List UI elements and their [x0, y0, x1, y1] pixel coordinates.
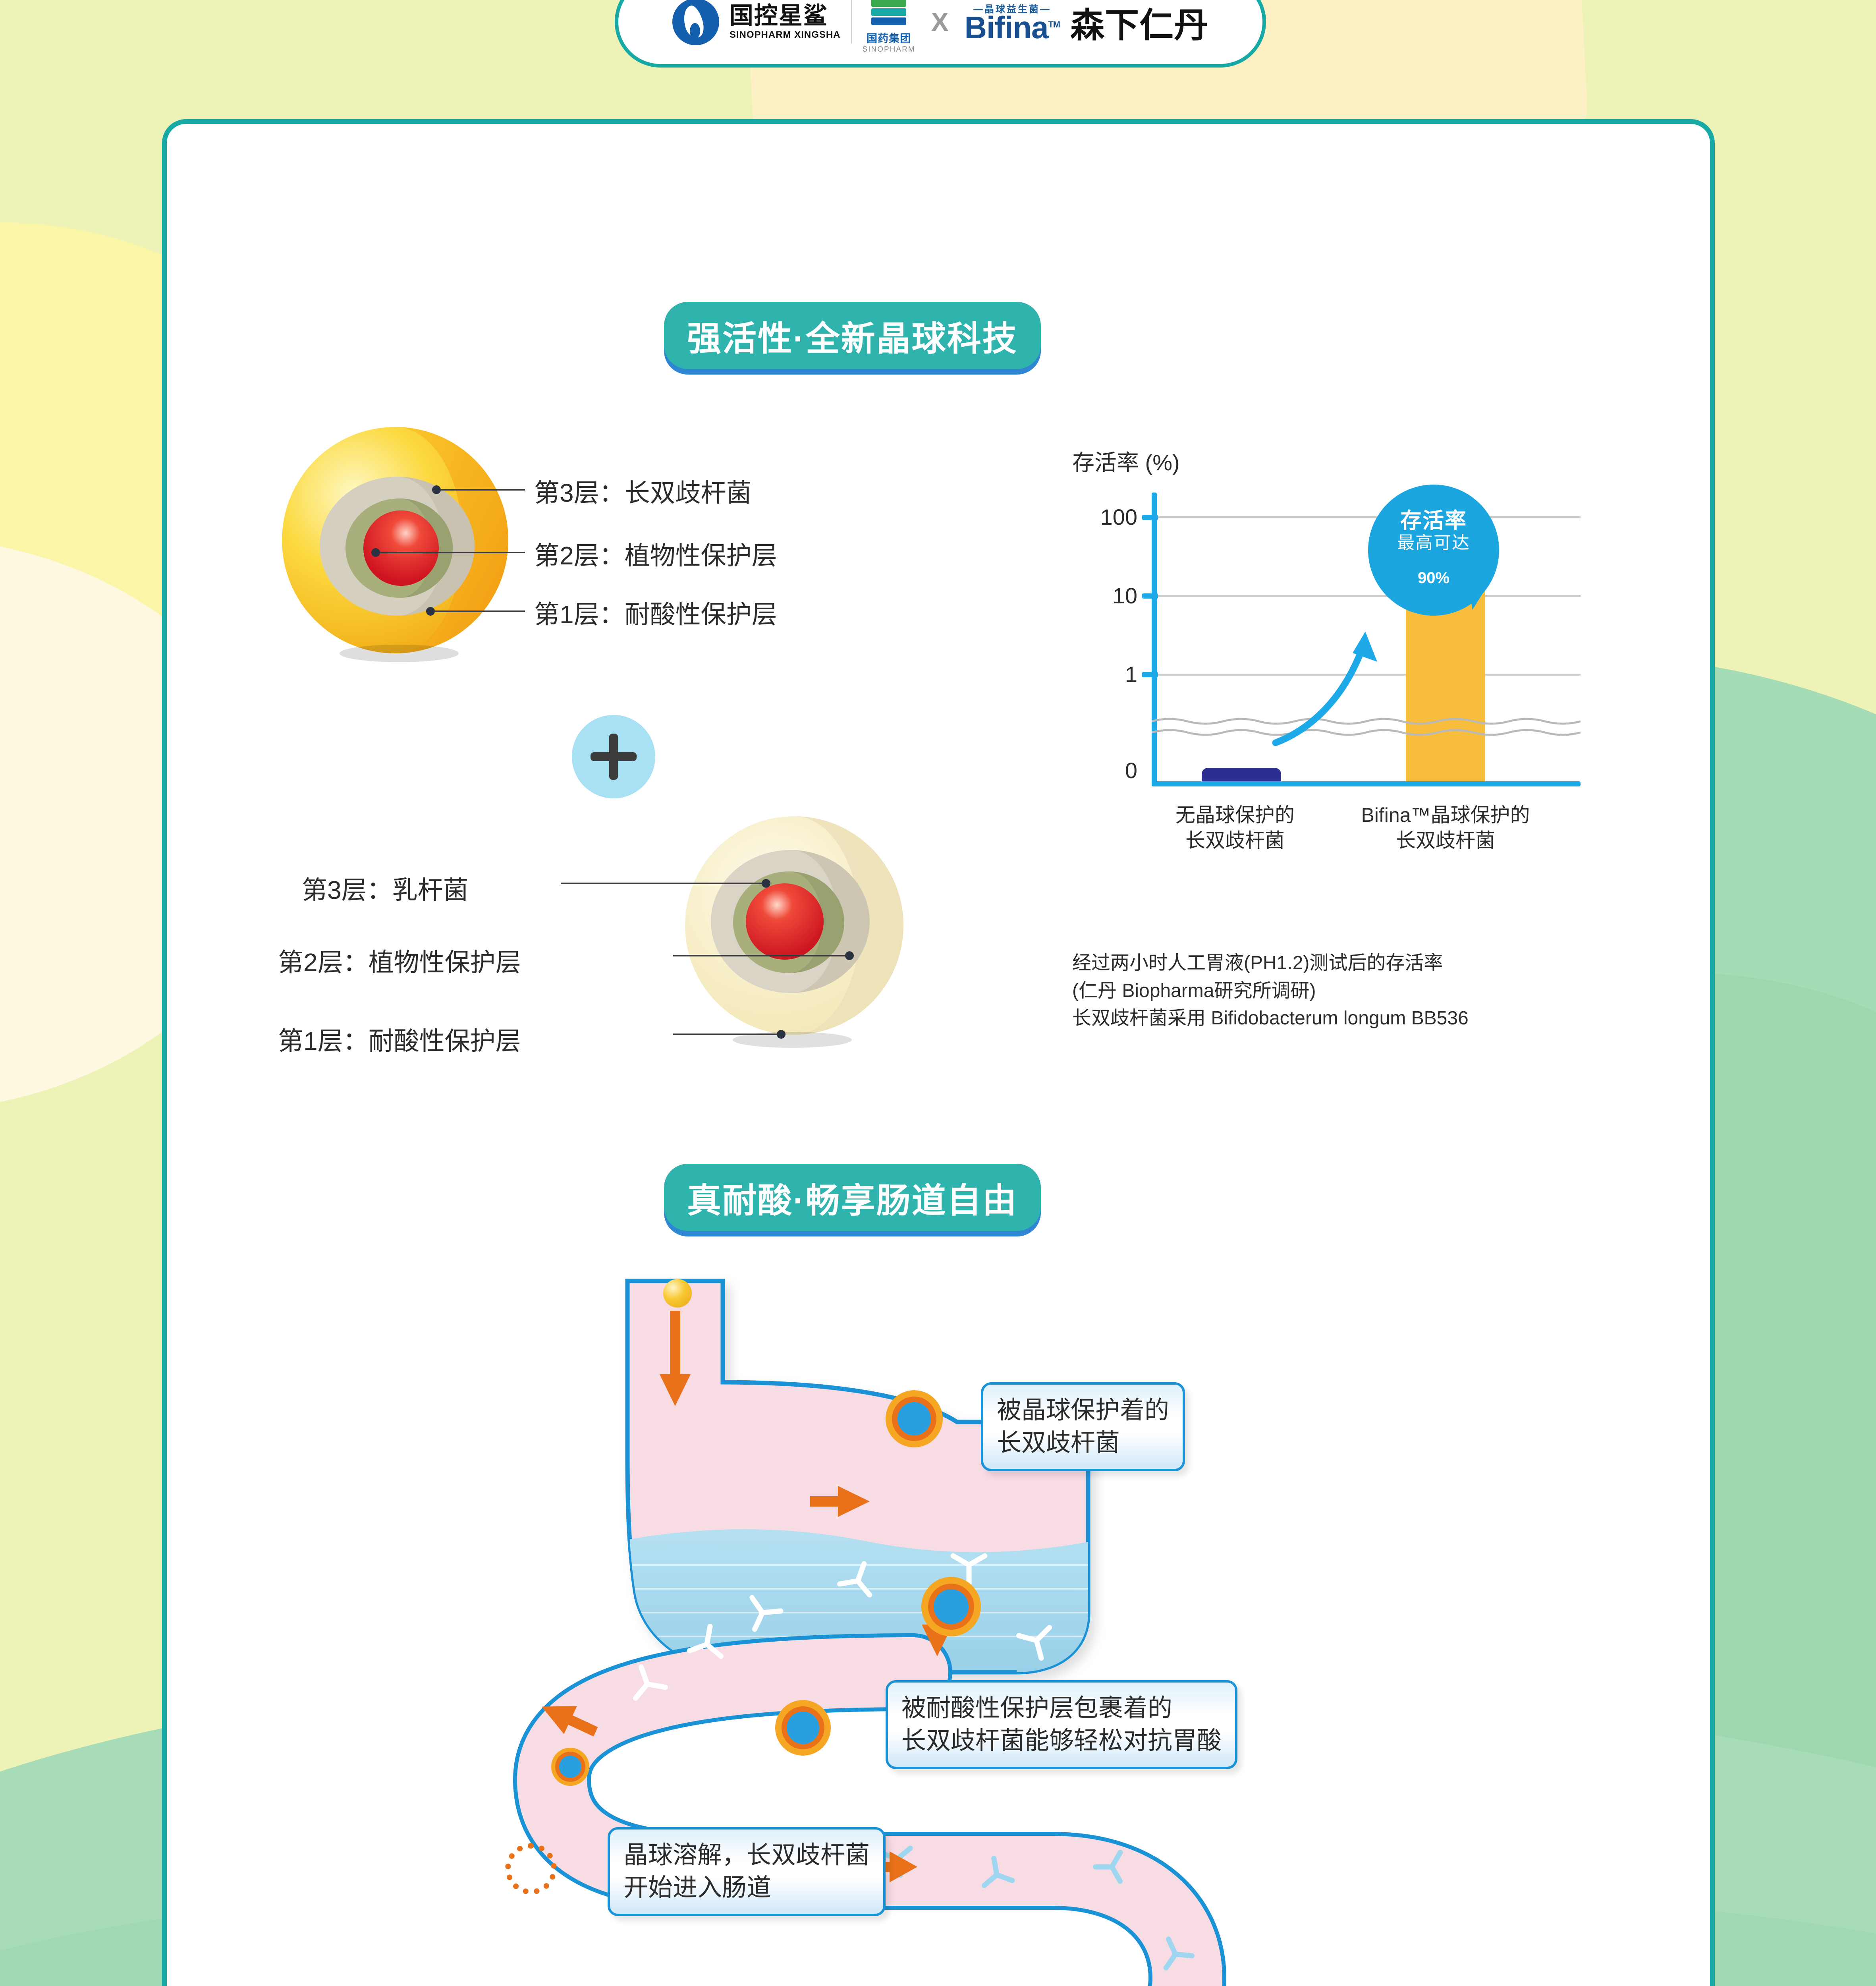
capsule-b-svg [685, 816, 903, 1048]
logo-divider [851, 0, 852, 44]
brand-logo-bar: 国控星鲨 SINOPHARM XINGSHA 国药集团 SINOPHARM X … [615, 0, 1266, 68]
chart-growth-arrow-icon [1272, 632, 1377, 746]
chart-plot-area: 100 10 1 0 存活率 最高可达 90% [1100, 485, 1581, 786]
section-title-strong-activity: 强活性·全新晶球科技 [664, 302, 1041, 369]
leader-dot-a1 [426, 607, 435, 616]
chart-y-axis-title: 存活率 (%) [1072, 450, 1180, 475]
bubble-value: 90% [1417, 569, 1450, 587]
callout-acid-resistant-layer: 被耐酸性保护层包裹着的 长双歧杆菌能够轻松对抗胃酸 [886, 1680, 1238, 1769]
callout-3-line-2: 开始进入肠道 [623, 1874, 772, 1901]
collab-x-separator: X [931, 7, 949, 37]
bifina-logo: —晶球益生菌— BifinaTM [964, 1, 1060, 45]
capsule-b-layer-1-label: 第1层：耐酸性保护层 [278, 1027, 521, 1055]
leader-dot-b1 [777, 1030, 786, 1039]
chart-category-label-1: 无晶球保护的 长双歧杆菌 [1175, 804, 1295, 852]
crystal-ball-marker-1 [886, 1390, 943, 1447]
callout-3-line-1: 晶球溶解，长双歧杆菌 [623, 1841, 870, 1869]
capsule-a-svg [282, 427, 508, 662]
sinopharm-glyph-icon [871, 0, 907, 28]
plus-icon [572, 715, 655, 798]
chart-gridline-1 [1157, 674, 1581, 676]
chart-tick-mark-1 [1142, 672, 1158, 677]
crystal-ball-marker-2 [921, 1577, 981, 1636]
chart-gridline-100 [1157, 516, 1581, 518]
chart-y-axis [1152, 493, 1157, 786]
bacteria-glyphs-white [633, 1553, 1052, 1701]
chart-tick-label-100: 100 [1100, 504, 1137, 529]
leader-dot-a2 [371, 548, 380, 557]
chart-tick-label-1: 1 [1125, 662, 1137, 687]
chart-category-label-2: Bifina™晶球保护的 长双歧杆菌 [1361, 804, 1530, 852]
chart-note-line-3: 长双歧杆菌采用 Bifidobacterum longum BB536 [1072, 1008, 1469, 1029]
chart-footnotes: 经过两小时人工胃液(PH1.2)测试后的存活率 (仁丹 Biopharma研究所… [1072, 949, 1469, 1032]
capsule-b-layer-2-label: 第2层：植物性保护层 [278, 948, 521, 977]
leader-line-a1 [431, 610, 525, 612]
chart-note-line-1: 经过两小时人工胃液(PH1.2)测试后的存活率 [1072, 952, 1443, 974]
bifina-tm-mark: TM [1048, 19, 1060, 30]
chart-tick-mark-100 [1142, 515, 1158, 520]
morishita-jintan-cn: 森下仁丹 [1070, 6, 1209, 44]
callout-2-line-1: 被耐酸性保护层包裹着的 [901, 1694, 1173, 1722]
leader-dot-a3 [432, 485, 441, 494]
chart-axis-break-wave [1152, 718, 1581, 736]
ingested-capsule-ball [663, 1279, 692, 1308]
section-title-acid-resistant: 真耐酸·畅享肠道自由 [664, 1164, 1041, 1231]
callout-1-line-1: 被晶球保护着的 [997, 1397, 1170, 1424]
leader-line-b3 [561, 883, 764, 884]
sinopharm-logo: 国药集团 SINOPHARM [863, 0, 915, 54]
chart-x-axis [1152, 781, 1581, 786]
crystal-ball-marker-3 [775, 1700, 831, 1756]
crystal-ball-marker-4 [551, 1748, 589, 1786]
dissolving-crystal-ball-marker [505, 1843, 557, 1895]
bifina-wordmark: BifinaTM [964, 10, 1060, 45]
chart-tick-label-10: 10 [1112, 583, 1137, 608]
chart-tick-label-0: 0 [1125, 758, 1137, 783]
leader-line-b2 [673, 955, 848, 956]
bubble-unit: % [1435, 569, 1450, 587]
callout-crystal-dissolves: 晶球溶解，长双歧杆菌 开始进入肠道 [608, 1827, 886, 1916]
lactobacillus-capsule-illustration [671, 790, 909, 1053]
callout-2-line-2: 长双歧杆菌能够轻松对抗胃酸 [901, 1727, 1222, 1754]
capsule-a-layer-1-label: 第1层：耐酸性保护层 [534, 600, 777, 629]
bifidobacterium-capsule-illustration [278, 415, 512, 665]
bubble-line-1: 存活率 [1400, 509, 1467, 533]
xingsha-brand-text: 国控星鲨 SINOPHARM XINGSHA [730, 3, 841, 41]
leader-dot-b3 [762, 879, 770, 888]
leader-line-a3 [437, 489, 525, 491]
leader-dot-b2 [845, 951, 854, 960]
survival-rate-chart: 存活率 (%) 100 10 1 0 存活率 [1072, 445, 1581, 852]
callout-1-line-2: 长双歧杆菌 [997, 1429, 1120, 1457]
capsule-a-layer-3-label: 第3层：长双歧杆菌 [534, 479, 752, 507]
xingsha-brand-cn: 国控星鲨 [729, 2, 828, 29]
shark-logo-icon [672, 0, 719, 45]
leader-line-b1 [673, 1034, 779, 1035]
chart-tick-mark-10 [1142, 593, 1158, 599]
capsule-a-layer-2-label: 第2层：植物性保护层 [534, 541, 777, 570]
bifina-tagline: —晶球益生菌— [973, 4, 1051, 15]
callout-protected-bifidobacterium: 被晶球保护着的 长双歧杆菌 [981, 1382, 1185, 1471]
intestine-tube [513, 1633, 1226, 1986]
leader-line-a2 [376, 552, 525, 553]
capsule-b-layer-3-label: 第3层：乳杆菌 [302, 876, 469, 904]
chart-note-line-2: (仁丹 Biopharma研究所调研) [1072, 980, 1316, 1001]
bubble-line-2: 最高可达 [1397, 533, 1470, 553]
chart-gridline-10 [1157, 595, 1581, 597]
xingsha-brand-en: SINOPHARM XINGSHA [729, 29, 841, 40]
chart-bar-unprotected [1202, 768, 1281, 781]
sinopharm-cn: 国药集团 [867, 32, 911, 44]
chart-annotation-bubble: 存活率 最高可达 90% [1368, 485, 1499, 616]
sinopharm-en: SINOPHARM [862, 45, 915, 54]
